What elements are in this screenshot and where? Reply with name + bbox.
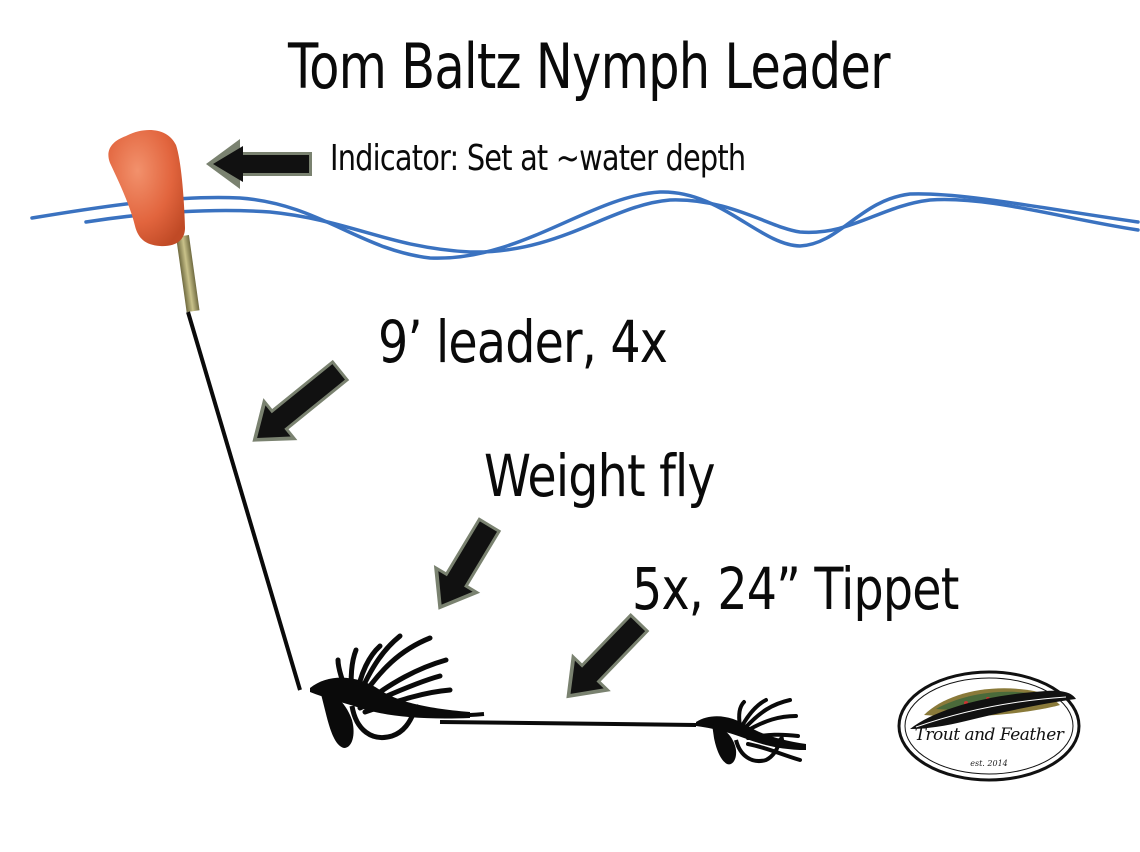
logo-graphic <box>897 670 1081 782</box>
arrow-weight-fly <box>433 517 502 610</box>
weight-fly-body <box>320 690 354 748</box>
fly-icon <box>310 633 485 748</box>
point-fly-hook <box>734 739 782 763</box>
indicator-stem <box>176 235 200 313</box>
water-wave-1 <box>30 190 1140 260</box>
trout-and-feather-logo: Trout and Feather est. 2014 <box>896 669 1082 783</box>
tippet-label: 5x, 24” Tippet <box>632 555 959 623</box>
indicator-label: Indicator: Set at ~water depth <box>330 138 746 179</box>
weight-fly-hook <box>349 705 417 740</box>
leader-label: 9’ leader, 4x <box>378 308 668 376</box>
logo-established: est. 2014 <box>970 759 1008 768</box>
diagram-title: Tom Baltz Nymph Leader <box>288 30 890 103</box>
leader-line <box>186 311 302 691</box>
arrow-leader <box>252 359 350 442</box>
water-surface <box>30 190 1140 260</box>
weight-fly-label: Weight fly <box>484 442 716 510</box>
strike-indicator-icon <box>108 129 200 313</box>
arrow-tippet <box>566 612 650 699</box>
water-wave-2 <box>84 197 1140 254</box>
tippet-line <box>439 720 697 727</box>
indicator-body <box>108 129 185 247</box>
feather-icon <box>910 690 1076 729</box>
arrow-indicator <box>206 139 312 189</box>
point-fly-body <box>712 724 737 765</box>
weight-fly-wing <box>310 677 470 719</box>
logo-name: Trout and Feather <box>914 725 1064 745</box>
fly-icon <box>696 698 806 765</box>
